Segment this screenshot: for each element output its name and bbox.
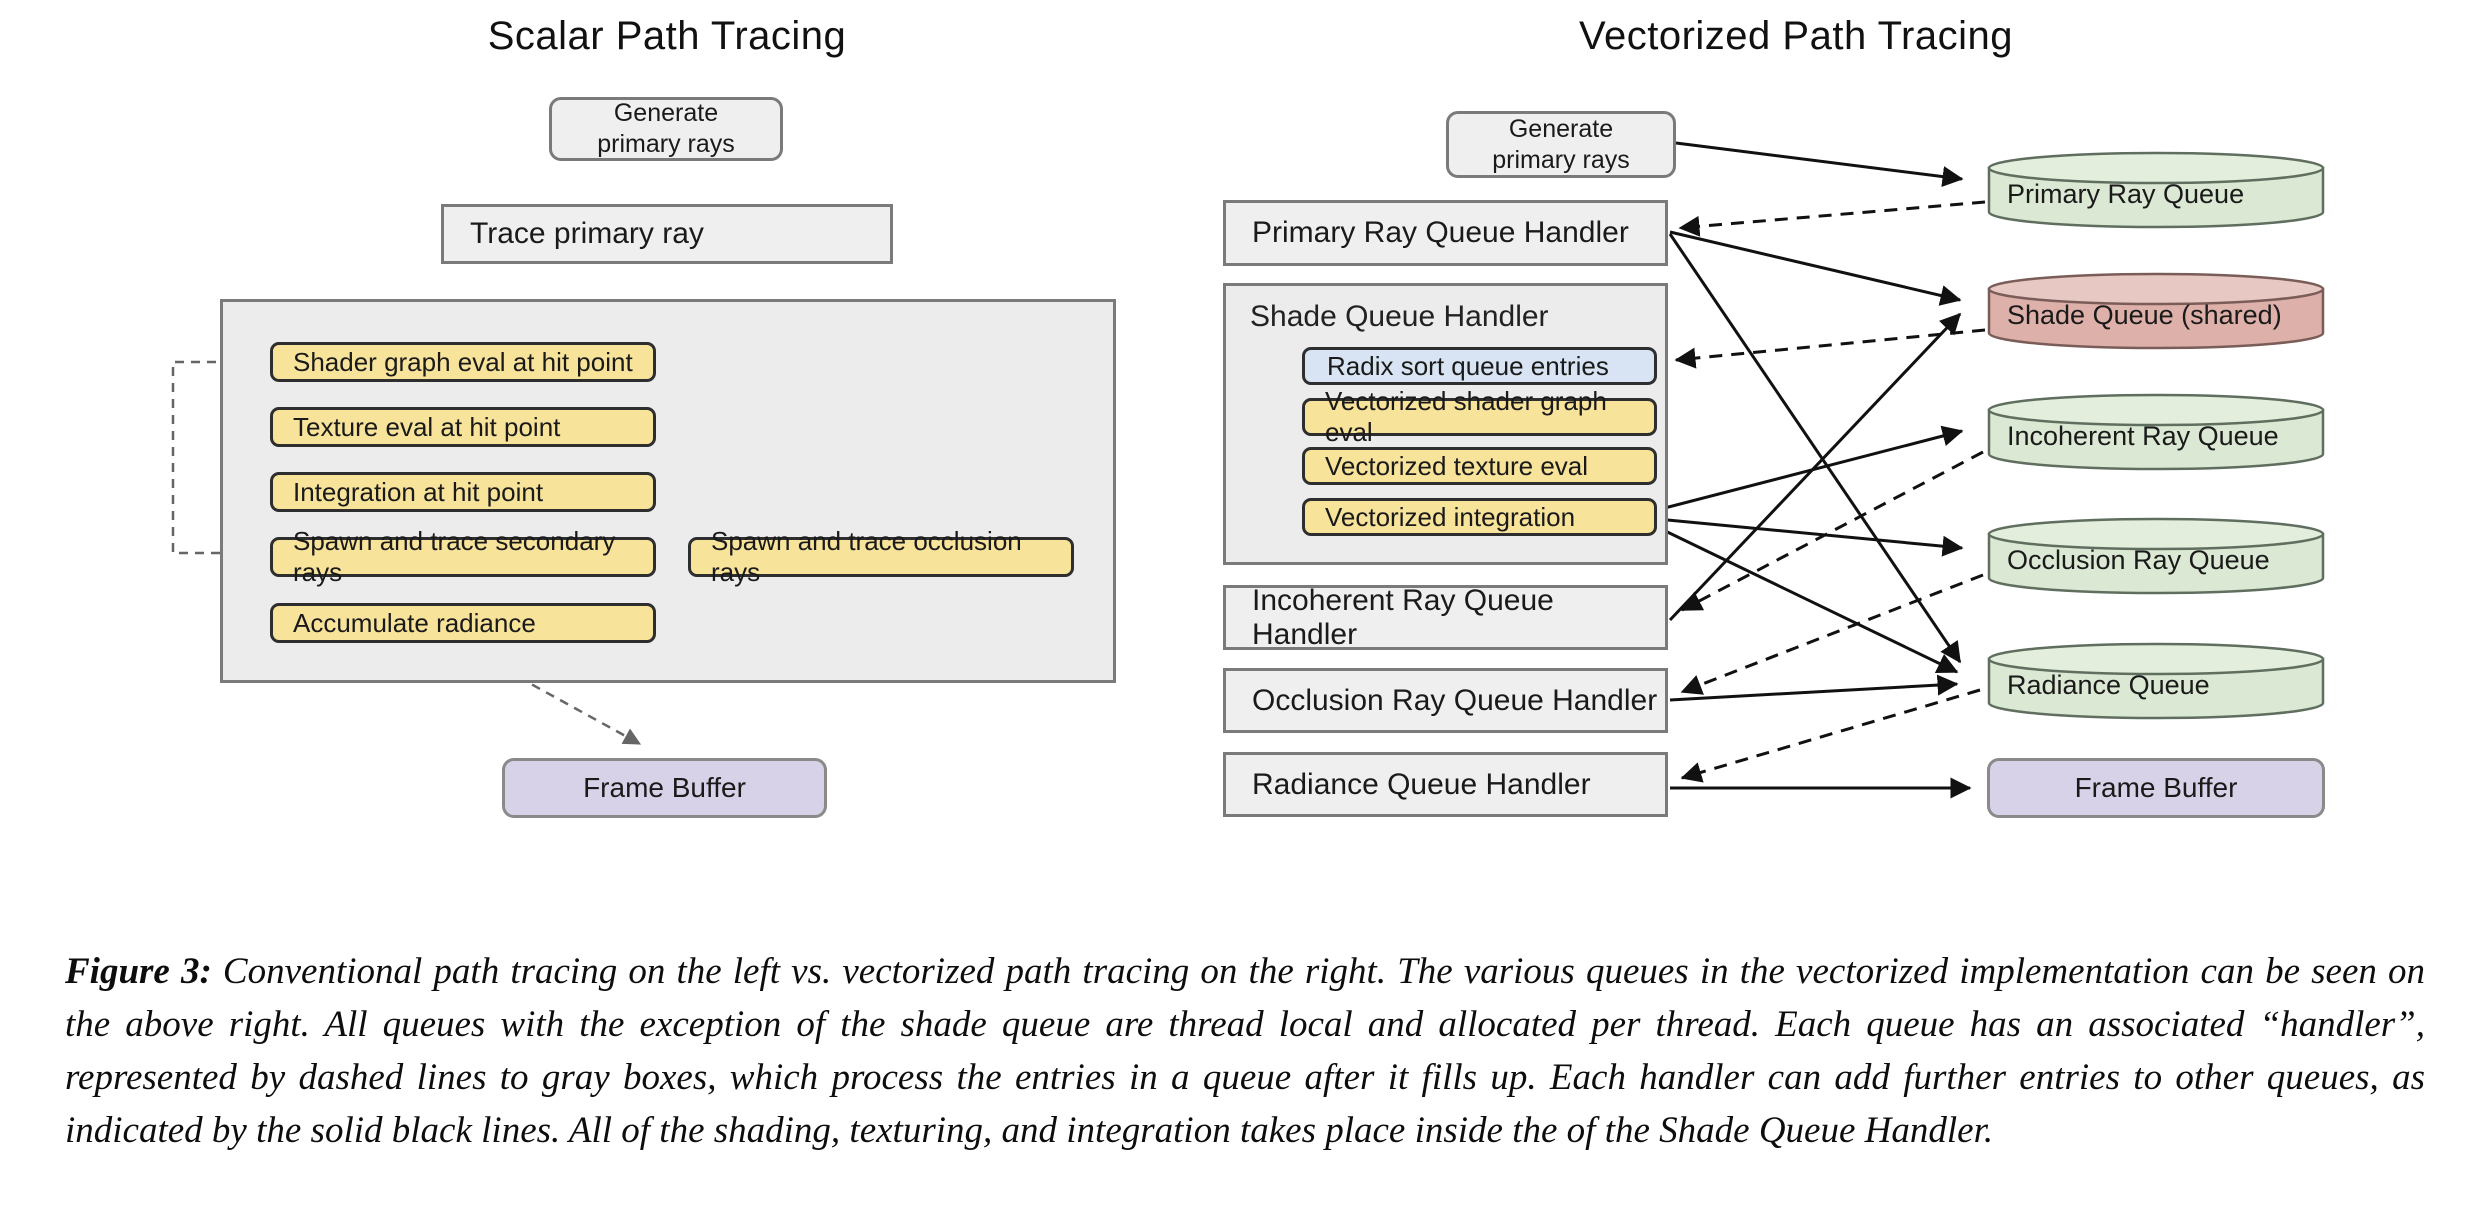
left-generate-primary-rays-box: Generate primary rays bbox=[549, 97, 783, 161]
solid-arrow bbox=[1668, 312, 1962, 622]
cylinder-icon bbox=[1987, 517, 2325, 595]
shade-step-texture-eval: Vectorized texture eval bbox=[1302, 447, 1657, 485]
shade-step-label: Vectorized integration bbox=[1325, 501, 1576, 532]
left-frame-buffer-label: Frame Buffer bbox=[583, 772, 746, 803]
left-step-shader-graph-eval: Shader graph eval at hit point bbox=[270, 342, 656, 382]
left-step-label: Accumulate radiance bbox=[293, 607, 536, 638]
cylinder-icon bbox=[1987, 393, 2325, 471]
cylinder-icon bbox=[1987, 151, 2325, 229]
left-step-integration: Integration at hit point bbox=[270, 472, 656, 512]
handler-incoherent-ray-queue: Incoherent Ray Queue Handler bbox=[1223, 583, 1668, 651]
left-step-label: Spawn and trace secondary rays bbox=[293, 526, 616, 587]
handler-label: Shade Queue Handler bbox=[1250, 300, 1549, 333]
left-frame-buffer-box: Frame Buffer bbox=[502, 758, 827, 818]
left-generate-line1: Generate bbox=[613, 99, 719, 127]
dashed-arrow bbox=[1680, 573, 1984, 695]
dashed-arrow bbox=[1678, 200, 1986, 237]
handler-label: Incoherent Ray Queue Handler bbox=[1252, 583, 1554, 651]
figure-caption: Figure 3: Conventional path tracing on t… bbox=[65, 945, 2425, 1157]
solid-arrow bbox=[1656, 525, 1959, 674]
left-step-label: Spawn and trace occlusion rays bbox=[711, 526, 1022, 587]
handler-radiance-queue: Radiance Queue Handler bbox=[1223, 752, 1668, 817]
left-trace-primary-ray-box: Trace primary ray bbox=[441, 204, 893, 264]
handler-label: Primary Ray Queue Handler bbox=[1252, 216, 1629, 249]
queue-incoherent-ray: Incoherent Ray Queue bbox=[1987, 393, 2325, 471]
left-step-label: Texture eval at hit point bbox=[293, 411, 561, 442]
queue-label: Shade Queue (shared) bbox=[2007, 299, 2282, 330]
left-step-label: Integration at hit point bbox=[293, 476, 544, 507]
solid-arrow bbox=[1656, 517, 1964, 557]
solid-arrow bbox=[1675, 141, 1964, 187]
queue-shade-shared: Shade Queue (shared) bbox=[1987, 272, 2325, 350]
left-step-spawn-occlusion-rays: Spawn and trace occlusion rays bbox=[688, 526, 1074, 587]
handler-label: Radiance Queue Handler bbox=[1252, 767, 1591, 801]
dashed-arrow bbox=[1674, 328, 1986, 369]
queue-radiance: Radiance Queue bbox=[1987, 642, 2325, 720]
handler-occlusion-ray-queue: Occlusion Ray Queue Handler bbox=[1223, 668, 1668, 733]
handler-primary-ray-queue: Primary Ray Queue Handler bbox=[1223, 200, 1668, 266]
left-title: Scalar Path Tracing bbox=[487, 14, 847, 58]
shade-step-shader-graph-eval: Vectorized shader graph eval bbox=[1302, 386, 1657, 447]
left-generate-line2: primary rays bbox=[597, 130, 735, 158]
right-generate-primary-rays-box: Generate primary rays bbox=[1446, 111, 1676, 178]
queue-occlusion-ray: Occlusion Ray Queue bbox=[1987, 517, 2325, 595]
solid-arrow bbox=[1669, 230, 1962, 306]
left-step-accumulate-radiance: Accumulate radiance bbox=[270, 603, 656, 643]
shade-step-label: Vectorized shader graph eval bbox=[1325, 386, 1607, 447]
queue-label: Radiance Queue bbox=[2007, 669, 2210, 700]
solid-arrow bbox=[1668, 233, 1962, 664]
right-frame-buffer-label: Frame Buffer bbox=[2074, 772, 2238, 803]
solid-arrow bbox=[1669, 674, 1959, 702]
right-frame-buffer-box: Frame Buffer bbox=[1987, 758, 2325, 818]
shade-step-label: Radix sort queue entries bbox=[1327, 350, 1609, 381]
dashed-arrow bbox=[1680, 450, 1984, 612]
right-title: Vectorized Path Tracing bbox=[1579, 14, 2013, 58]
queue-primary-ray: Primary Ray Queue bbox=[1987, 151, 2325, 229]
cylinder-icon bbox=[1987, 272, 2325, 350]
shade-step-integration: Vectorized integration bbox=[1302, 498, 1657, 536]
right-generate-line2: primary rays bbox=[1492, 145, 1630, 174]
right-generate-line1: Generate bbox=[1508, 114, 1614, 143]
left-step-spawn-secondary-rays: Spawn and trace secondary rays bbox=[270, 526, 656, 587]
solid-arrow bbox=[1656, 425, 1964, 512]
left-step-label: Shader graph eval at hit point bbox=[293, 346, 633, 377]
queue-label: Primary Ray Queue bbox=[2007, 178, 2245, 209]
queue-label: Occlusion Ray Queue bbox=[2007, 544, 2270, 575]
shade-step-radix-sort: Radix sort queue entries bbox=[1302, 347, 1657, 385]
handler-label: Occlusion Ray Queue Handler bbox=[1252, 683, 1658, 717]
figure-caption-text: Conventional path tracing on the left vs… bbox=[65, 951, 2425, 1151]
queue-label: Incoherent Ray Queue bbox=[2007, 420, 2279, 451]
left-trace-primary-ray-label: Trace primary ray bbox=[470, 217, 704, 250]
shade-step-label: Vectorized texture eval bbox=[1325, 450, 1589, 481]
left-step-texture-eval: Texture eval at hit point bbox=[270, 407, 656, 447]
cylinder-icon bbox=[1987, 642, 2325, 720]
figure-caption-number: Figure 3: bbox=[65, 951, 212, 992]
dashed-arrow bbox=[1680, 688, 1981, 783]
